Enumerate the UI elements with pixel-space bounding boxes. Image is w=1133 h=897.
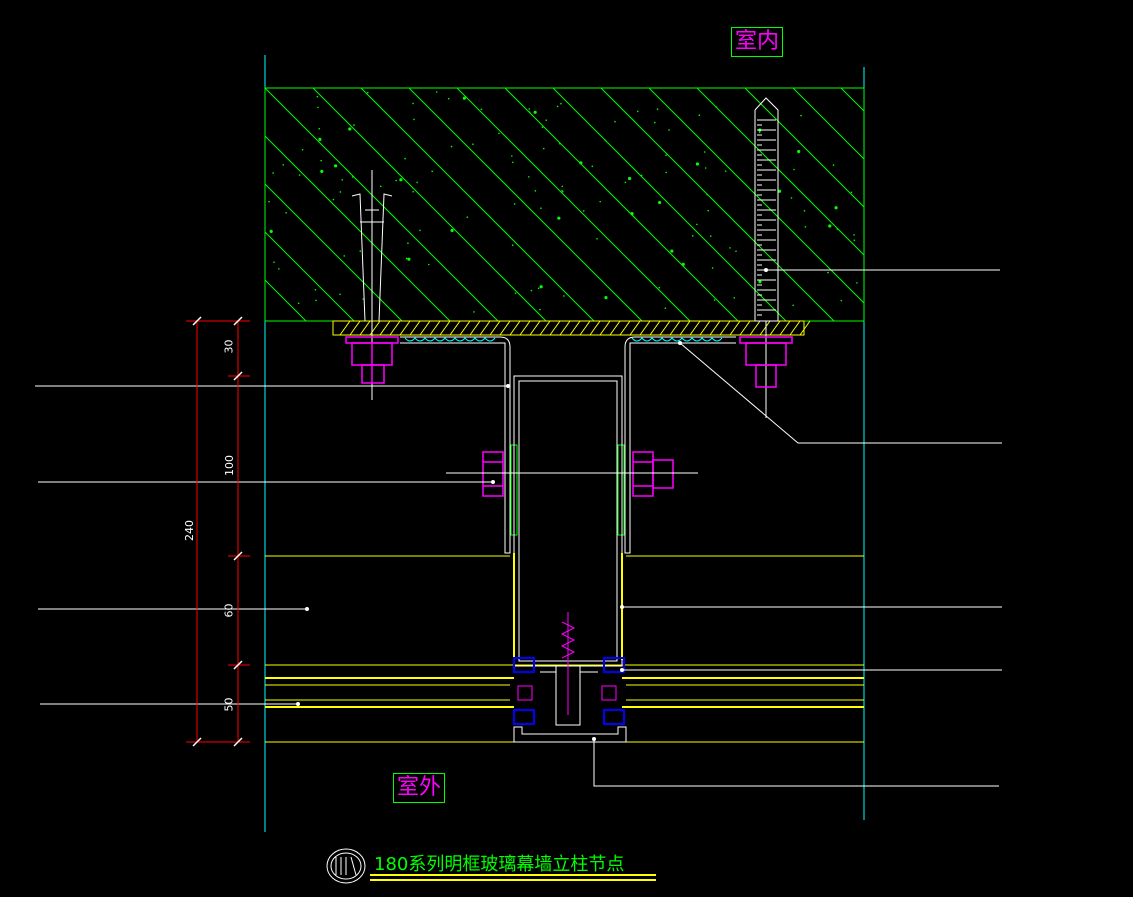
weld-seams — [404, 337, 723, 342]
right-chemical-anchor — [754, 97, 779, 418]
steel-angle-connectors — [400, 336, 736, 554]
pressure-plate-cover — [513, 665, 627, 743]
right-anchor-nut — [739, 336, 793, 388]
indoor-label: 室内 — [731, 27, 784, 57]
dimension-ticks — [192, 316, 243, 747]
dimension-60: 60 — [222, 603, 236, 618]
leader-dots — [296, 268, 768, 741]
glazing-gaskets — [513, 657, 625, 725]
drawing-title: 180系列明框玻璃幕墙立柱节点 — [374, 854, 625, 875]
title-underline — [370, 874, 656, 881]
outdoor-label: 室外 — [393, 773, 446, 803]
dimension-50: 50 — [222, 697, 236, 712]
embedded-plate — [332, 320, 811, 336]
setting-blocks — [517, 685, 617, 701]
concrete-slab — [264, 87, 865, 322]
dimension-240: 240 — [183, 520, 196, 541]
leader-lines — [35, 269, 1002, 787]
dimension-100: 100 — [223, 455, 236, 476]
logo-emblem — [326, 848, 366, 884]
self-tapping-screw — [560, 612, 576, 715]
dimension-30: 30 — [222, 339, 236, 354]
isolation-pads — [510, 444, 625, 536]
glass-panes — [265, 555, 864, 743]
through-bolt — [482, 451, 674, 497]
left-anchor-nut — [345, 336, 399, 384]
